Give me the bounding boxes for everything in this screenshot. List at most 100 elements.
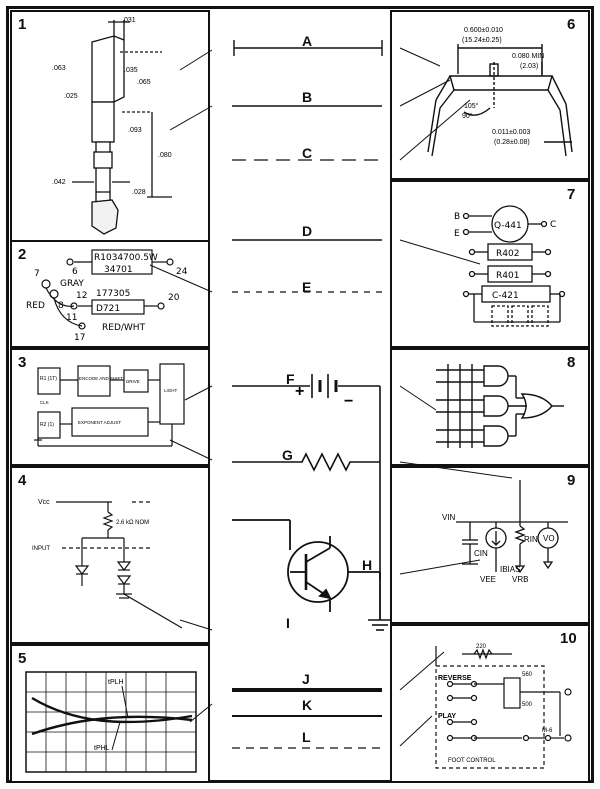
resistor-value: 2.6 kΩ NOM <box>116 520 149 526</box>
panel-number: 9 <box>567 472 576 489</box>
panel-3: 3 R1 (1T) ENCODE AND SHIFT D <box>10 348 210 466</box>
panel-number: 4 <box>18 472 27 489</box>
transistor-label: Q-441 <box>494 221 522 231</box>
wire-red-wht: RED/WHT <box>102 323 146 333</box>
clock-label: CLK <box>40 400 49 405</box>
wiring-sketch: R1034700.5W 34701 177305 D721 7 6 24 12 … <box>26 249 188 343</box>
wire-gray: GRAY <box>60 279 84 289</box>
letter-d: D <box>302 223 313 239</box>
pin-24: 24 <box>176 267 188 277</box>
value-500: 500 <box>522 702 533 708</box>
letter-k: K <box>302 697 313 713</box>
lead-dim: 0.011±0.003 <box>492 129 530 136</box>
dim-063: .063 <box>52 65 66 72</box>
block-exponent: EXPONENT ADJUST <box>78 420 121 425</box>
battery-plus: + <box>295 383 304 400</box>
panel-10: 10 REVERSE PLAY FOO <box>390 624 590 783</box>
vee-label: VEE <box>480 575 496 584</box>
vin-label: VIN <box>442 513 456 522</box>
width-mm: (15.24±0.25) <box>462 37 502 44</box>
battery-minus: − <box>344 393 353 410</box>
panel-number: 10 <box>560 630 577 647</box>
panel-number: 8 <box>567 354 576 371</box>
dim-031: .031 <box>122 17 136 24</box>
letter-f: F <box>286 371 295 387</box>
panel-4: 4 <box>10 466 210 644</box>
wire-red: RED <box>26 301 45 311</box>
min-mm: (2.03) <box>520 63 538 70</box>
timing-graph: tPLH tPHL <box>25 671 197 773</box>
pin-12: 12 <box>76 291 87 301</box>
vrb-label: VRB <box>512 575 528 584</box>
pin-e: E <box>454 229 460 239</box>
letter-l: L <box>302 729 311 745</box>
panel-5: 5 tPLH tPHL <box>10 644 210 783</box>
angle-105: 105° <box>464 102 479 110</box>
value-220: 220 <box>476 644 487 650</box>
panel-number: 6 <box>567 16 576 33</box>
panel-number: 2 <box>18 246 27 263</box>
pin-11: 11 <box>66 313 77 323</box>
component-layout: Q-441 B C E R402 R401 C-421 <box>454 205 566 327</box>
panel-9: 9 VIN CIN RIN <box>390 466 590 624</box>
play-label: PLAY <box>438 713 456 720</box>
vcc-label: Vcc <box>38 499 50 506</box>
block-light: LIGHT <box>164 388 178 393</box>
foot-control-label: FOOT CONTROL <box>448 758 496 764</box>
dim-025: .025 <box>64 93 78 100</box>
diode-code: 177305 <box>96 289 130 299</box>
m6-label: M-6 <box>542 728 553 734</box>
r401-label: R401 <box>496 271 519 281</box>
value-560: 560 <box>522 672 533 678</box>
c421-label: C-421 <box>492 291 519 301</box>
diode-label: D721 <box>96 304 120 314</box>
pin-17: 17 <box>74 333 85 343</box>
panel-2: 2 R1034700.5W 34701 177305 <box>10 240 210 348</box>
ibias-label: IBIAS <box>500 565 520 574</box>
r402-label: R402 <box>496 249 519 259</box>
letter-g: G <box>282 447 293 463</box>
panel-8: 8 <box>390 348 590 466</box>
pin-c: C <box>550 220 556 230</box>
outer-frame <box>6 6 594 783</box>
connector-pin-drawing: .031 .063 .035 .065 .025 .093 .080 .042 … <box>52 17 172 235</box>
letter-a: A <box>302 33 313 49</box>
bias-circuit: VIN CIN RIN IBIAS VEE VRB VO <box>442 480 568 584</box>
panel-number: 1 <box>18 16 27 33</box>
resistor-code: 34701 <box>104 265 133 275</box>
panel-7: 7 <box>390 180 590 348</box>
vo-label: VO <box>543 534 555 543</box>
tphl-label: tPHL <box>94 745 110 752</box>
letter-j: J <box>302 671 310 687</box>
connector-lines <box>149 47 513 747</box>
input-label: INPUT <box>32 546 50 552</box>
logic-gate-diagram <box>436 364 564 448</box>
pin-6: 6 <box>72 267 78 277</box>
foot-control-schematic: REVERSE PLAY FOOT CONTROL M-6 220 560 50… <box>435 644 572 769</box>
panel-number: 7 <box>567 186 576 203</box>
pin-20: 20 <box>168 293 180 303</box>
block-encode: ENCODE AND SHIFT <box>79 376 123 381</box>
lead-mm: (0.28±0.08) <box>494 139 530 146</box>
dim-080: .080 <box>158 152 172 159</box>
dip-package-dimensions: 0.600±0.010 (15.24±0.25) 0.080 MIN (2.03… <box>427 27 573 157</box>
panel-number: 5 <box>18 650 27 667</box>
rin-label: RIN <box>524 535 538 544</box>
dim-028: .028 <box>132 189 146 196</box>
width-dim: 0.600±0.010 <box>464 27 503 34</box>
transistor-symbol <box>232 519 381 620</box>
block-r1: R1 (1T) <box>40 376 57 382</box>
min-dim: 0.080 MIN <box>512 53 544 60</box>
pin-8: 8 <box>58 301 64 311</box>
block-drive: DRIVE <box>126 379 140 384</box>
panel-number: 3 <box>18 354 27 371</box>
dim-035: .035 <box>124 67 138 74</box>
panel-6: 6 0.600±0.010 (1 <box>390 10 590 180</box>
transistor-input-circuit: Vcc 2.6 kΩ NOM INPUT <box>32 499 183 629</box>
reverse-label: REVERSE <box>438 675 472 682</box>
block-r2: R2 (1) <box>40 422 54 428</box>
dim-065: .065 <box>137 79 151 86</box>
angle-90: 90° <box>462 112 473 120</box>
